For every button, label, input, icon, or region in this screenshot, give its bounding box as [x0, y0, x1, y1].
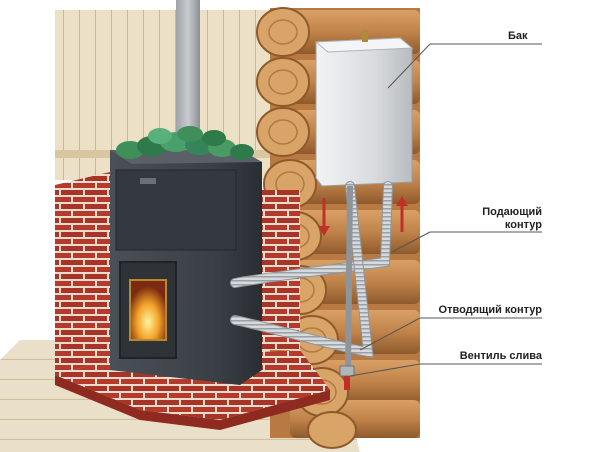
label-drain: Вентиль слива	[430, 350, 542, 363]
label-supply-line1: Подающий	[468, 206, 542, 219]
label-tank: Бак	[508, 30, 528, 43]
chimney-pipe	[176, 0, 200, 140]
label-return: Отводящий контур	[420, 304, 542, 317]
stove	[110, 150, 262, 385]
label-supply-line2: контур	[468, 219, 542, 232]
water-tank	[316, 30, 412, 186]
